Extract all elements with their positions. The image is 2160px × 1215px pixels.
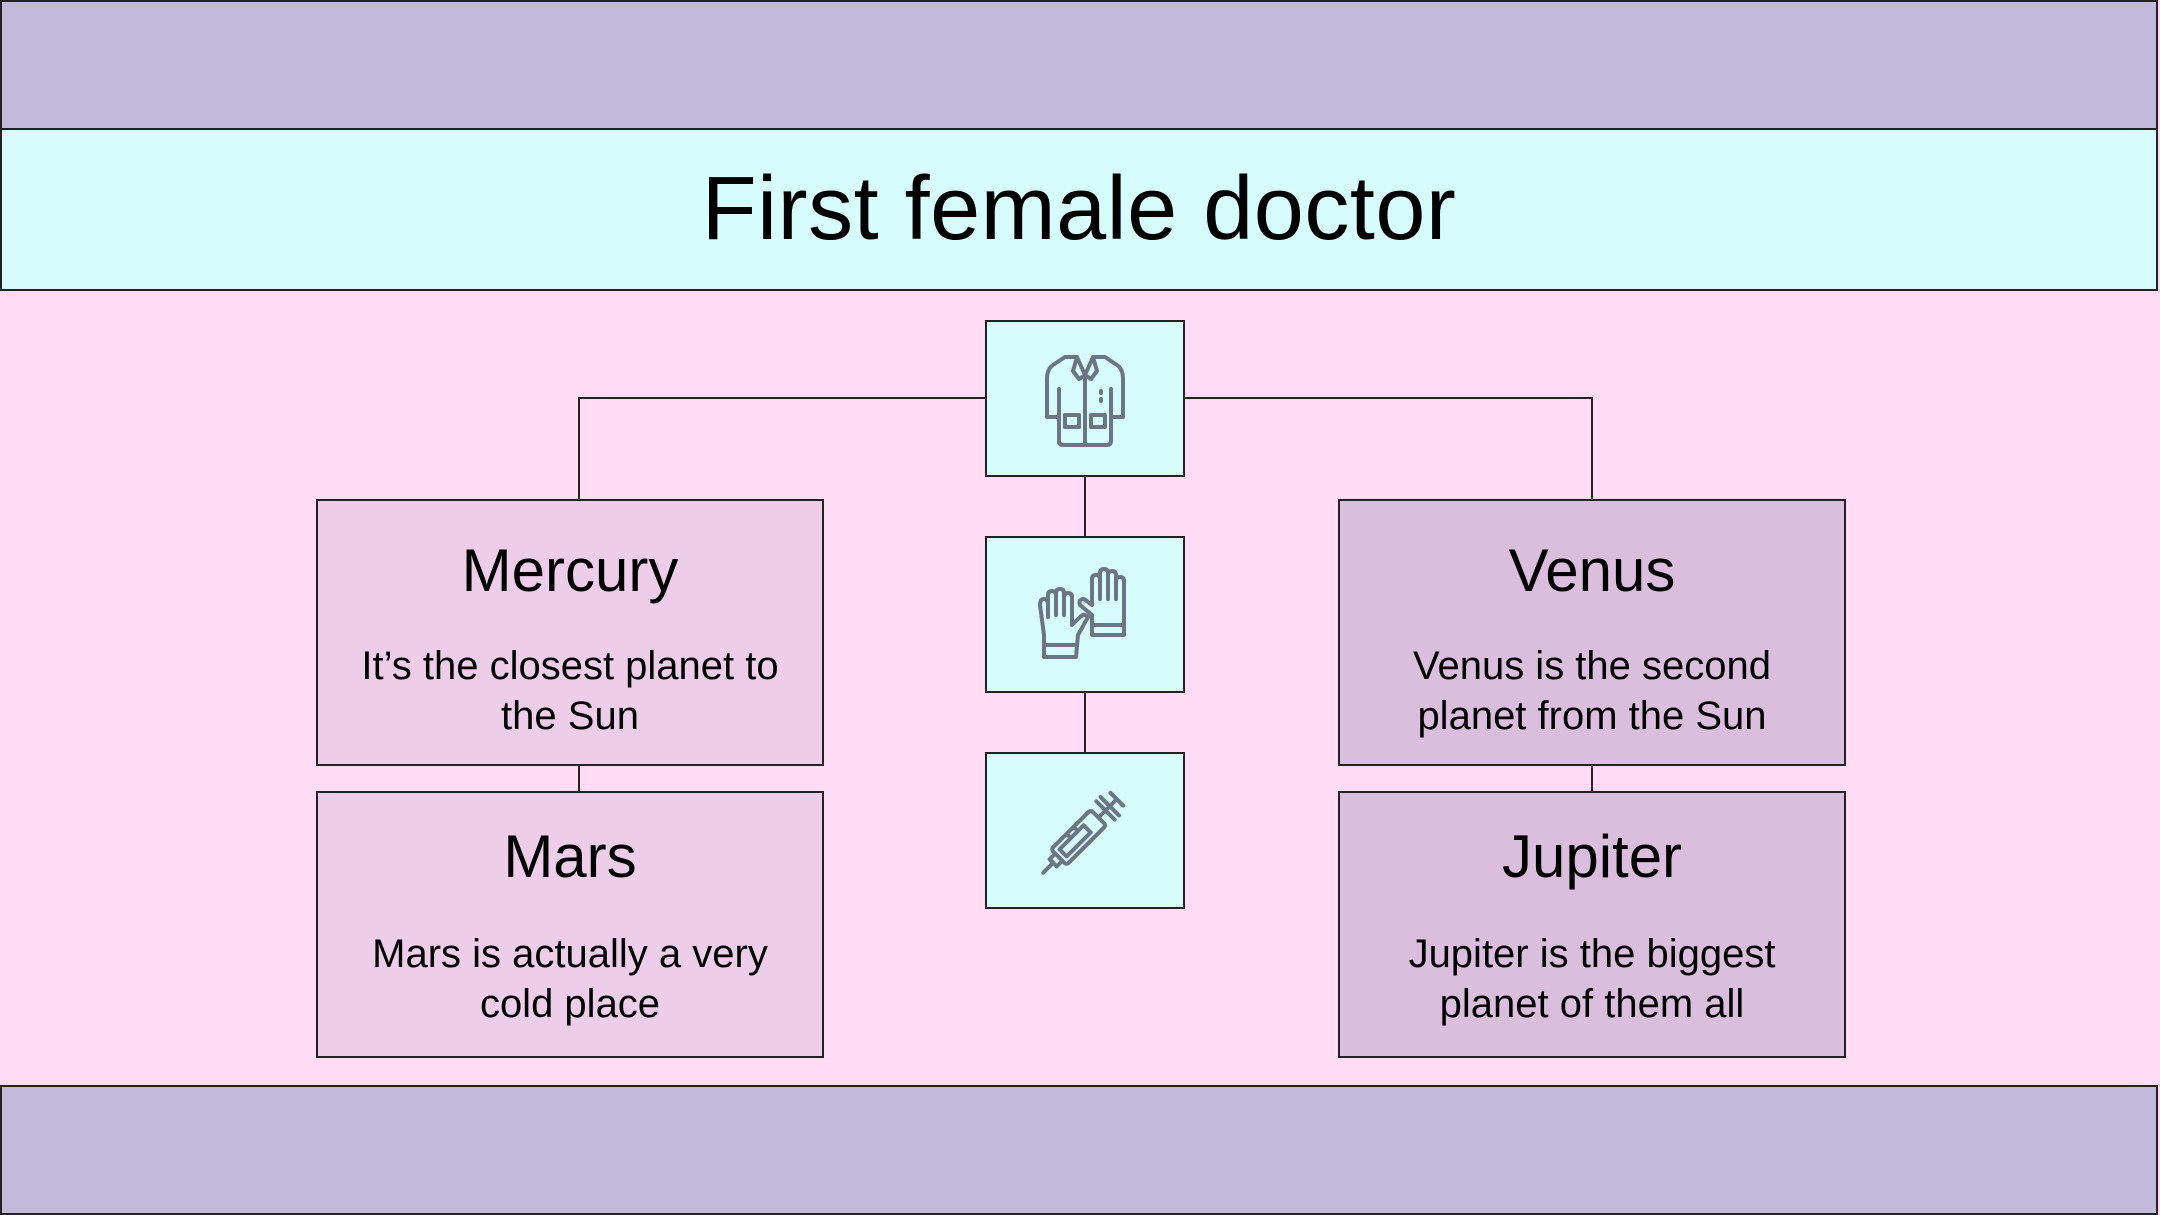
- lab-coat-icon-box: [985, 320, 1185, 477]
- gloves-icon: [1038, 566, 1126, 659]
- venus-card: Venus Venus is the second planet from th…: [1338, 499, 1846, 766]
- venus-heading: Venus: [1508, 537, 1676, 604]
- jupiter-card: Jupiter Jupiter is the biggest planet of…: [1338, 791, 1846, 1058]
- syringe-icon-box: [985, 752, 1185, 909]
- mars-description: Mars is actually a very cold place: [372, 932, 768, 1026]
- title-bar: First female doctor: [0, 128, 2158, 291]
- page-title: First female doctor: [701, 159, 1457, 259]
- bottom-band: [0, 1085, 2158, 1215]
- gloves-icon-box: [985, 536, 1185, 693]
- syringe-icon: [1041, 790, 1126, 875]
- mars-card: Mars Mars is actually a very cold place: [316, 791, 824, 1058]
- top-band: [0, 0, 2158, 130]
- mercury-heading: Mercury: [461, 537, 679, 604]
- connector-top-right: [1185, 397, 1593, 499]
- lab-coat-icon: [1045, 354, 1125, 447]
- mercury-card: Mercury It’s the closest planet to the S…: [316, 499, 824, 766]
- jupiter-description: Jupiter is the biggest planet of them al…: [1408, 932, 1776, 1026]
- venus-description: Venus is the second planet from the Sun: [1412, 644, 1772, 738]
- connector-top-left: [578, 397, 985, 499]
- mars-heading: Mars: [503, 823, 637, 890]
- jupiter-heading: Jupiter: [1501, 823, 1683, 890]
- mercury-description: It’s the closest planet to the Sun: [361, 644, 779, 738]
